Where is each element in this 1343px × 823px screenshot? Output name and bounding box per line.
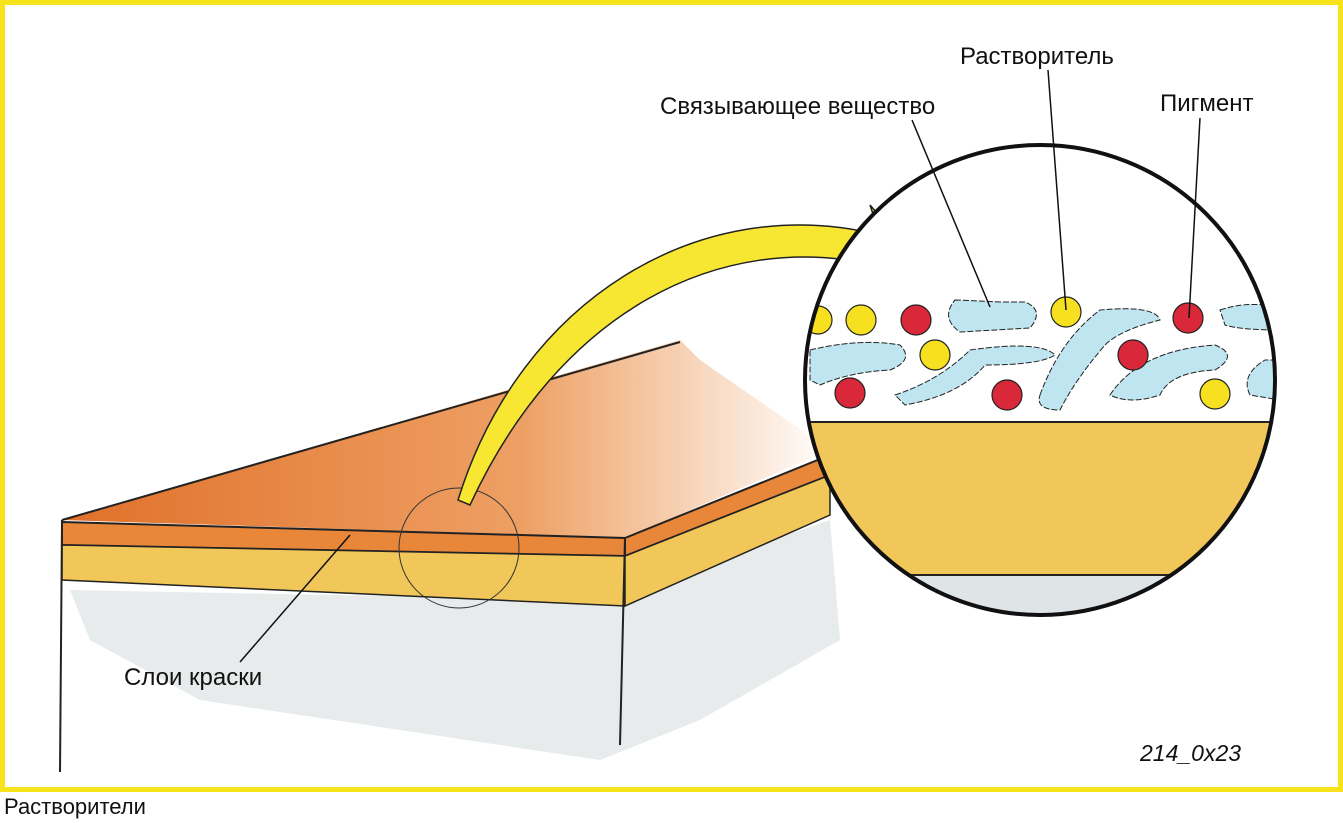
pigment-particle xyxy=(834,377,866,409)
shadow xyxy=(70,520,840,760)
label-binder: Связывающее вещество xyxy=(660,93,936,120)
solvent-particle xyxy=(1199,378,1231,410)
magnified-view-circle xyxy=(803,143,1277,617)
solvent-particle xyxy=(805,305,833,335)
pigment-particle xyxy=(1117,339,1149,371)
pigment-particle xyxy=(900,304,932,336)
leader-lines xyxy=(239,69,1201,663)
pigment-particle xyxy=(991,379,1023,411)
binder-molecules xyxy=(809,299,1275,411)
label-paint-layers: Слои краски xyxy=(124,664,263,691)
label-solvent: Растворитель xyxy=(960,43,1114,70)
caption: Растворители xyxy=(4,794,146,819)
pigment-particle xyxy=(1172,302,1204,334)
detail-marker-circle xyxy=(398,487,520,609)
solvent-particle xyxy=(845,304,877,336)
label-pigment: Пигмент xyxy=(1160,90,1254,117)
panel-top-surface xyxy=(62,340,830,538)
figure-code: 214_0x23 xyxy=(1140,740,1242,766)
solvent-particle xyxy=(919,339,951,371)
solvent-particle xyxy=(1050,296,1082,328)
